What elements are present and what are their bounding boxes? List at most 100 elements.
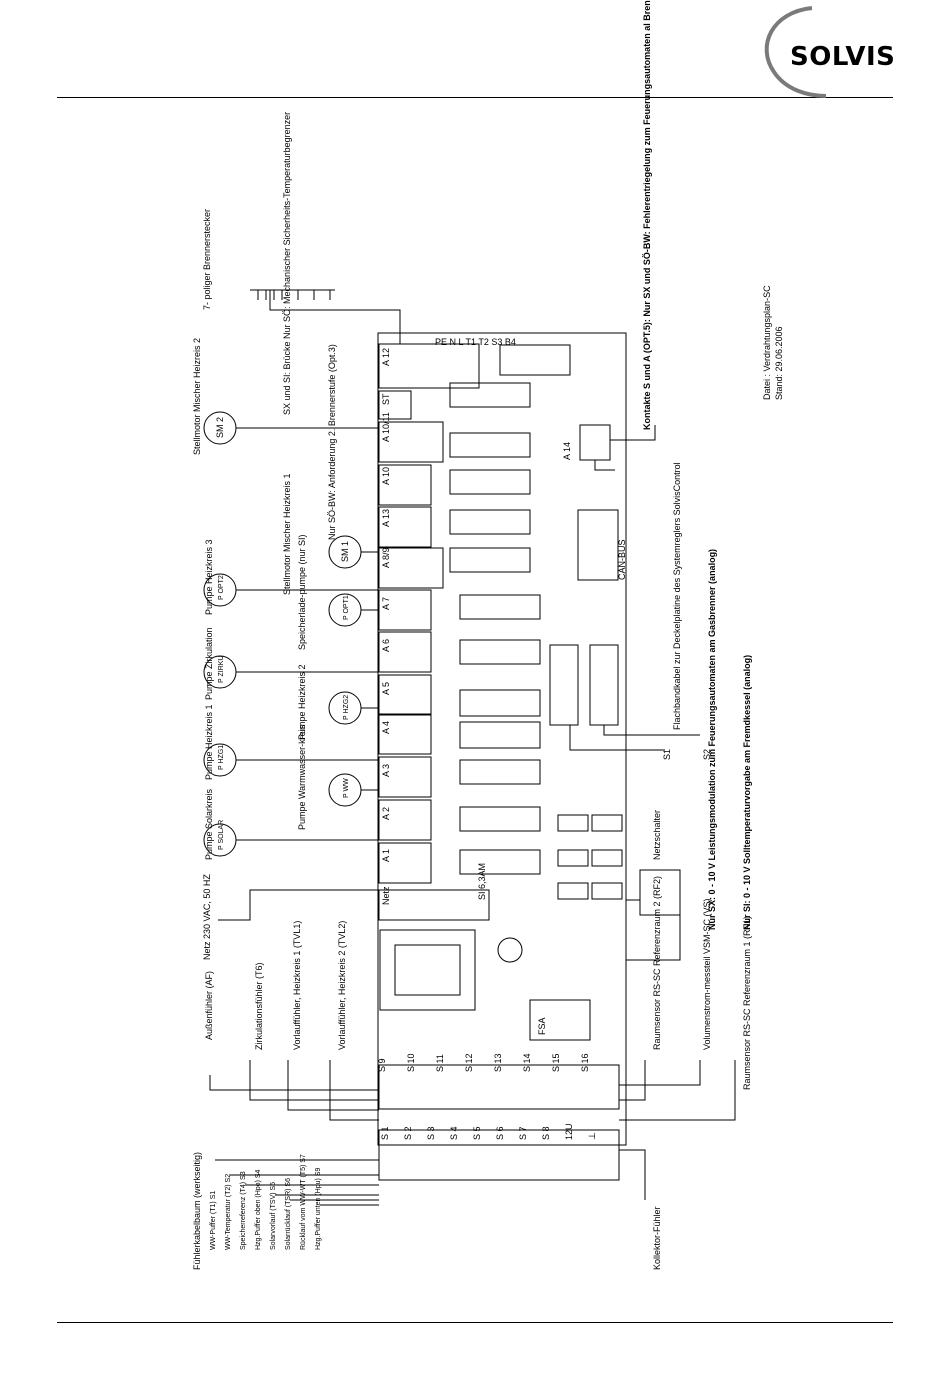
s1-connector	[549, 644, 579, 726]
terminal-label: ST	[381, 393, 391, 405]
label-so-bw: Nur SÖ-BW: Anforderung 2. Brennerstufe (…	[327, 344, 337, 540]
terminal-a10	[378, 464, 432, 506]
terminal-label: A 1	[381, 849, 391, 862]
relay	[499, 344, 571, 376]
label-rf1: Raumsensor RS-SC Referenzraum 1 (RF1)	[742, 916, 752, 1090]
terminal-label: Netz	[381, 886, 391, 905]
label-p-hzg2: P HZG2	[343, 695, 350, 720]
sensor-terminal-label: S 8	[541, 1126, 551, 1140]
label-pump-hk3: Pumpe Heizkreis 3	[204, 539, 214, 615]
terminal-a4	[378, 713, 432, 755]
controller-board	[377, 332, 627, 1146]
a14-connector	[579, 424, 611, 461]
fsa-connector	[529, 999, 591, 1041]
label-si-mod: Nur SI: 0 - 10 V Solltemperaturvorgabe a…	[742, 655, 752, 930]
label-pump-hk1: Pumpe Heizkreis 1	[204, 704, 214, 780]
terminal-label: A 5	[381, 682, 391, 695]
terminal-netz	[378, 889, 490, 921]
terminal-label: A 3	[381, 764, 391, 777]
label-flachband: Flachbandkabel zur Deckelplatine des Sys…	[672, 462, 682, 730]
label-pump-zirk: Pumpe Zirkulation	[204, 627, 214, 700]
label-bruecke: SX und SI: Brücke Nur SÖ: Mechanischer S…	[282, 112, 292, 415]
terminal-label: A 12	[381, 348, 391, 366]
sensor-terminal-label: ⊥	[587, 1132, 597, 1140]
ic	[557, 882, 589, 900]
relay	[449, 382, 531, 408]
label-a14: A 14	[562, 442, 572, 460]
transformer	[379, 929, 476, 1011]
relay	[449, 509, 531, 535]
label-sm-hk2: Stellmotor Mischer Heizreis 2	[192, 338, 202, 455]
canbus-connector	[577, 509, 619, 581]
sensor-list-item: WW-Puffer (T1) S1	[210, 1191, 217, 1250]
sensor-terminal-label: S 10	[406, 1053, 416, 1072]
terminal-label: A 8/9	[381, 547, 391, 568]
terminal-a1011	[378, 421, 444, 463]
label-pump-solar: Pumpe Solarkreis	[204, 788, 214, 860]
terminal-label: A 7	[381, 597, 391, 610]
label-kontakte: Kontakte S und A (OPT.5): Nur SX und SÖ-…	[642, 0, 652, 430]
relay	[459, 806, 541, 832]
sensor-terminal-label: S 11	[435, 1054, 445, 1072]
sensor-terminal-label: S 1	[380, 1126, 390, 1140]
ic	[591, 849, 623, 867]
sensor-list-item: WW-Temperatur (T2) S2	[225, 1174, 232, 1250]
label-netz: Netz 230 VAC, 50 HZ	[202, 874, 212, 960]
relay	[459, 689, 541, 717]
label-vl1: Vorlauffühler, Heizkreis 1 (TVL1)	[292, 921, 302, 1050]
terminal-label: A 6	[381, 639, 391, 652]
terminal-label: A 4	[381, 721, 391, 734]
sensor-terminal-label: S 15	[551, 1053, 561, 1072]
footer-rule	[57, 1322, 893, 1323]
label-p-zirku: P ZIRKU	[218, 656, 225, 684]
terminal-a12	[378, 343, 480, 389]
label-kabelbaum: Fühlerkabelbaum (werkseitig)	[192, 1152, 202, 1270]
relay	[449, 547, 531, 573]
terminal-label: A 10	[381, 467, 391, 485]
label-s2: S2	[702, 749, 712, 760]
relay	[449, 469, 531, 495]
ic	[557, 849, 589, 867]
label-p-opt2: P OPT2	[218, 575, 225, 600]
sensor-list-item: Rücklauf vom WW-WT (T5) S7	[300, 1154, 307, 1250]
sensor-list-item: Hzg.Puffer unten (Hpu) S9	[315, 1168, 322, 1250]
sensor-list-item: Solarvorlauf (TSV) S5	[270, 1182, 277, 1250]
logo-text: SOLVIS	[790, 42, 896, 72]
terminal-a13	[378, 506, 432, 548]
sensor-terminal-label: S 14	[522, 1053, 532, 1072]
label-rf2: Raumsensor RS-SC Referenzraum 2 (RF2)	[652, 876, 662, 1050]
header-rule	[57, 97, 893, 98]
terminal-a6	[378, 631, 432, 673]
terminal-label: A 10/11	[381, 412, 391, 442]
relay	[459, 759, 541, 785]
label-stand: Stand: 29.06.2006	[774, 326, 784, 400]
label-vs: Volumenstrom-messteil VSM-SC (VS)	[702, 898, 712, 1050]
label-a12-pins: PE N L T1 T2 S3 B4	[435, 337, 516, 347]
terminal-st	[378, 390, 412, 420]
terminal-a89	[378, 547, 444, 589]
label-fuse: SI 6,3AM	[477, 863, 487, 900]
label-sm-hk1: Stellmotor Mischer Heizkreis 1	[282, 473, 292, 595]
label-sm2: SM 2	[215, 417, 225, 438]
sensor-terminal-label: 12U	[564, 1123, 574, 1140]
label-canbus: CAN-BUS	[617, 539, 627, 580]
terminal-a1	[378, 842, 432, 884]
sensor-terminal-label: S 2	[403, 1126, 413, 1140]
label-sx-mod: Nur SX: 0 - 10 V Leistungsmodulation zum…	[707, 549, 717, 930]
label-fsa: FSA	[537, 1017, 547, 1035]
sensor-list-item: Hzg.Puffer oben (Hpo) S4	[255, 1169, 262, 1250]
transformer-core	[394, 944, 461, 996]
relay	[459, 721, 541, 749]
label-netzschalter: Netzschalter	[652, 810, 662, 860]
sensor-row-top	[378, 1064, 620, 1110]
sensor-terminal-label: S 7	[518, 1126, 528, 1140]
label-ausen: Außenfühler (AF)	[204, 971, 214, 1040]
relay	[459, 639, 541, 665]
relay	[459, 594, 541, 620]
s2-connector	[589, 644, 619, 726]
sensor-terminal-label: S 4	[449, 1126, 459, 1140]
label-pump-hk2: Pumpe Heizkreis 2	[297, 664, 307, 740]
